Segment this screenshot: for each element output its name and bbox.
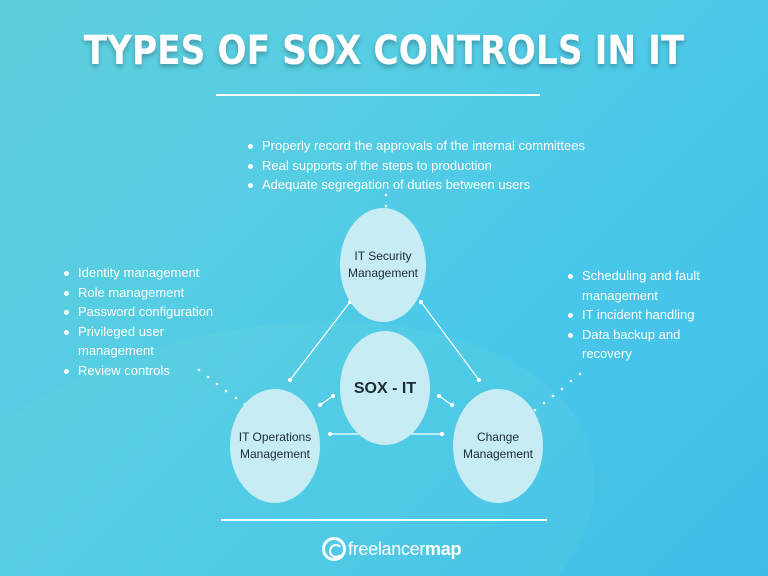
bullet-item: Review controls	[60, 361, 230, 381]
node-label: SOX - IT	[353, 379, 417, 397]
change-bullets: Scheduling and fault management IT incid…	[564, 266, 714, 364]
node-label: IT Security	[354, 249, 412, 263]
node-it-security-management: IT Security Management	[340, 208, 426, 322]
node-label: Management	[462, 447, 534, 461]
bullet-item: Properly record the approvals of the int…	[244, 136, 585, 156]
page-title: TYPES OF SOX CONTROLS IN IT	[83, 28, 685, 74]
node-change-management: Change Management	[453, 389, 543, 503]
bullet-item: Identity management	[60, 263, 230, 283]
security-bullets: Properly record the approvals of the int…	[244, 136, 585, 195]
node-label: IT Operations	[238, 430, 312, 444]
bullet-item: Real supports of the steps to production	[244, 156, 585, 176]
node-label: Management	[239, 447, 311, 461]
bullet-item: Data backup and recovery	[564, 325, 714, 364]
bullet-item: Password configuration	[60, 302, 230, 322]
logo-text-light: freelancer	[348, 538, 426, 559]
bullet-item: IT incident handling	[564, 305, 714, 325]
logo-text: freelancermap	[348, 539, 461, 560]
bullet-item: Role management	[60, 283, 230, 303]
node-sox-it-center: SOX - IT	[340, 331, 430, 445]
title-divider	[216, 94, 540, 96]
node-it-operations-management: IT Operations Management	[230, 389, 320, 503]
logo-text-bold: map	[425, 538, 462, 559]
node-label: Management	[347, 266, 419, 280]
footer-divider	[221, 519, 547, 521]
bullet-item: Adequate segregation of duties between u…	[244, 175, 585, 195]
operations-bullets: Identity management Role management Pass…	[60, 263, 230, 381]
node-label: Change	[476, 430, 520, 444]
bullet-item: Privileged user management	[60, 322, 230, 361]
freelancermap-logo: freelancermap	[322, 537, 461, 561]
bullet-item: Scheduling and fault management	[564, 266, 714, 305]
freelancermap-logo-icon	[322, 537, 346, 561]
